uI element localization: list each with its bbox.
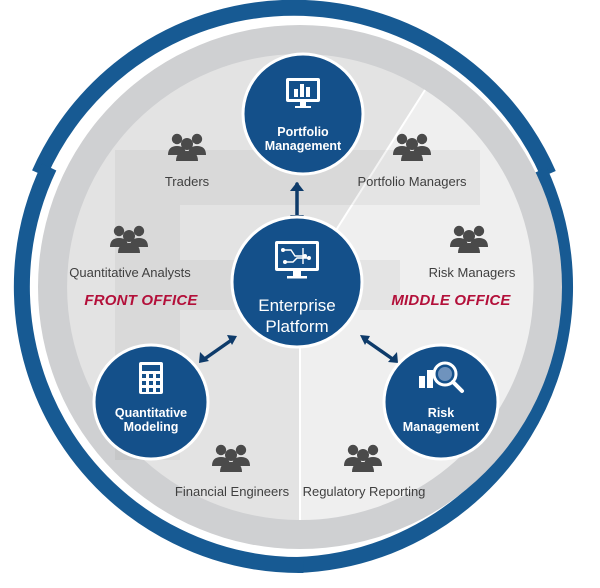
quant-node [92,343,210,461]
ring-segment-right [296,167,574,573]
center-label-line2: Platform [265,317,329,336]
magnifier-chart-icon [419,361,464,393]
portfolio-label-line1: Portfolio [277,125,329,139]
center-label-line1: Enterprise [258,296,336,315]
monitor-network-icon [275,241,319,279]
center-node [230,215,364,349]
arrow-quant [199,335,237,363]
arrow-risk [360,335,398,363]
quant-node-label: Quantitative Modeling [115,406,187,434]
portfolio-label-line2: Management [264,139,342,153]
portfolio-managers-label: Portfolio Managers [357,174,467,189]
risk-label-line2: Management [402,420,480,434]
front-office-label: FRONT OFFICE [84,292,198,309]
quant-label-line2: Modeling [123,420,179,434]
financial-engineers-label: Financial Engineers [174,484,290,499]
quant-analysts-label: Quantitative Analysts [69,265,191,280]
ring-segment-top [32,0,556,178]
regulatory-reporting-label: Regulatory Reporting [302,484,426,499]
calculator-icon [139,362,163,394]
risk-managers-label: Risk Managers [428,265,516,280]
center-label: Enterprise Platform [258,295,335,337]
risk-label-line1: Risk [427,406,455,420]
middle-office-label: MIDDLE OFFICE [391,292,511,309]
traders-label: Traders [164,174,210,189]
risk-node-label: Risk Management [403,406,479,434]
outer-ring [13,0,574,574]
ring-segment-left [13,163,304,574]
monitor-bar-chart-icon [286,78,320,108]
portfolio-node-label: Portfolio Management [265,125,341,153]
portfolio-node [241,52,365,176]
risk-node [382,343,500,461]
quant-label-line1: Quantitative [114,406,188,420]
